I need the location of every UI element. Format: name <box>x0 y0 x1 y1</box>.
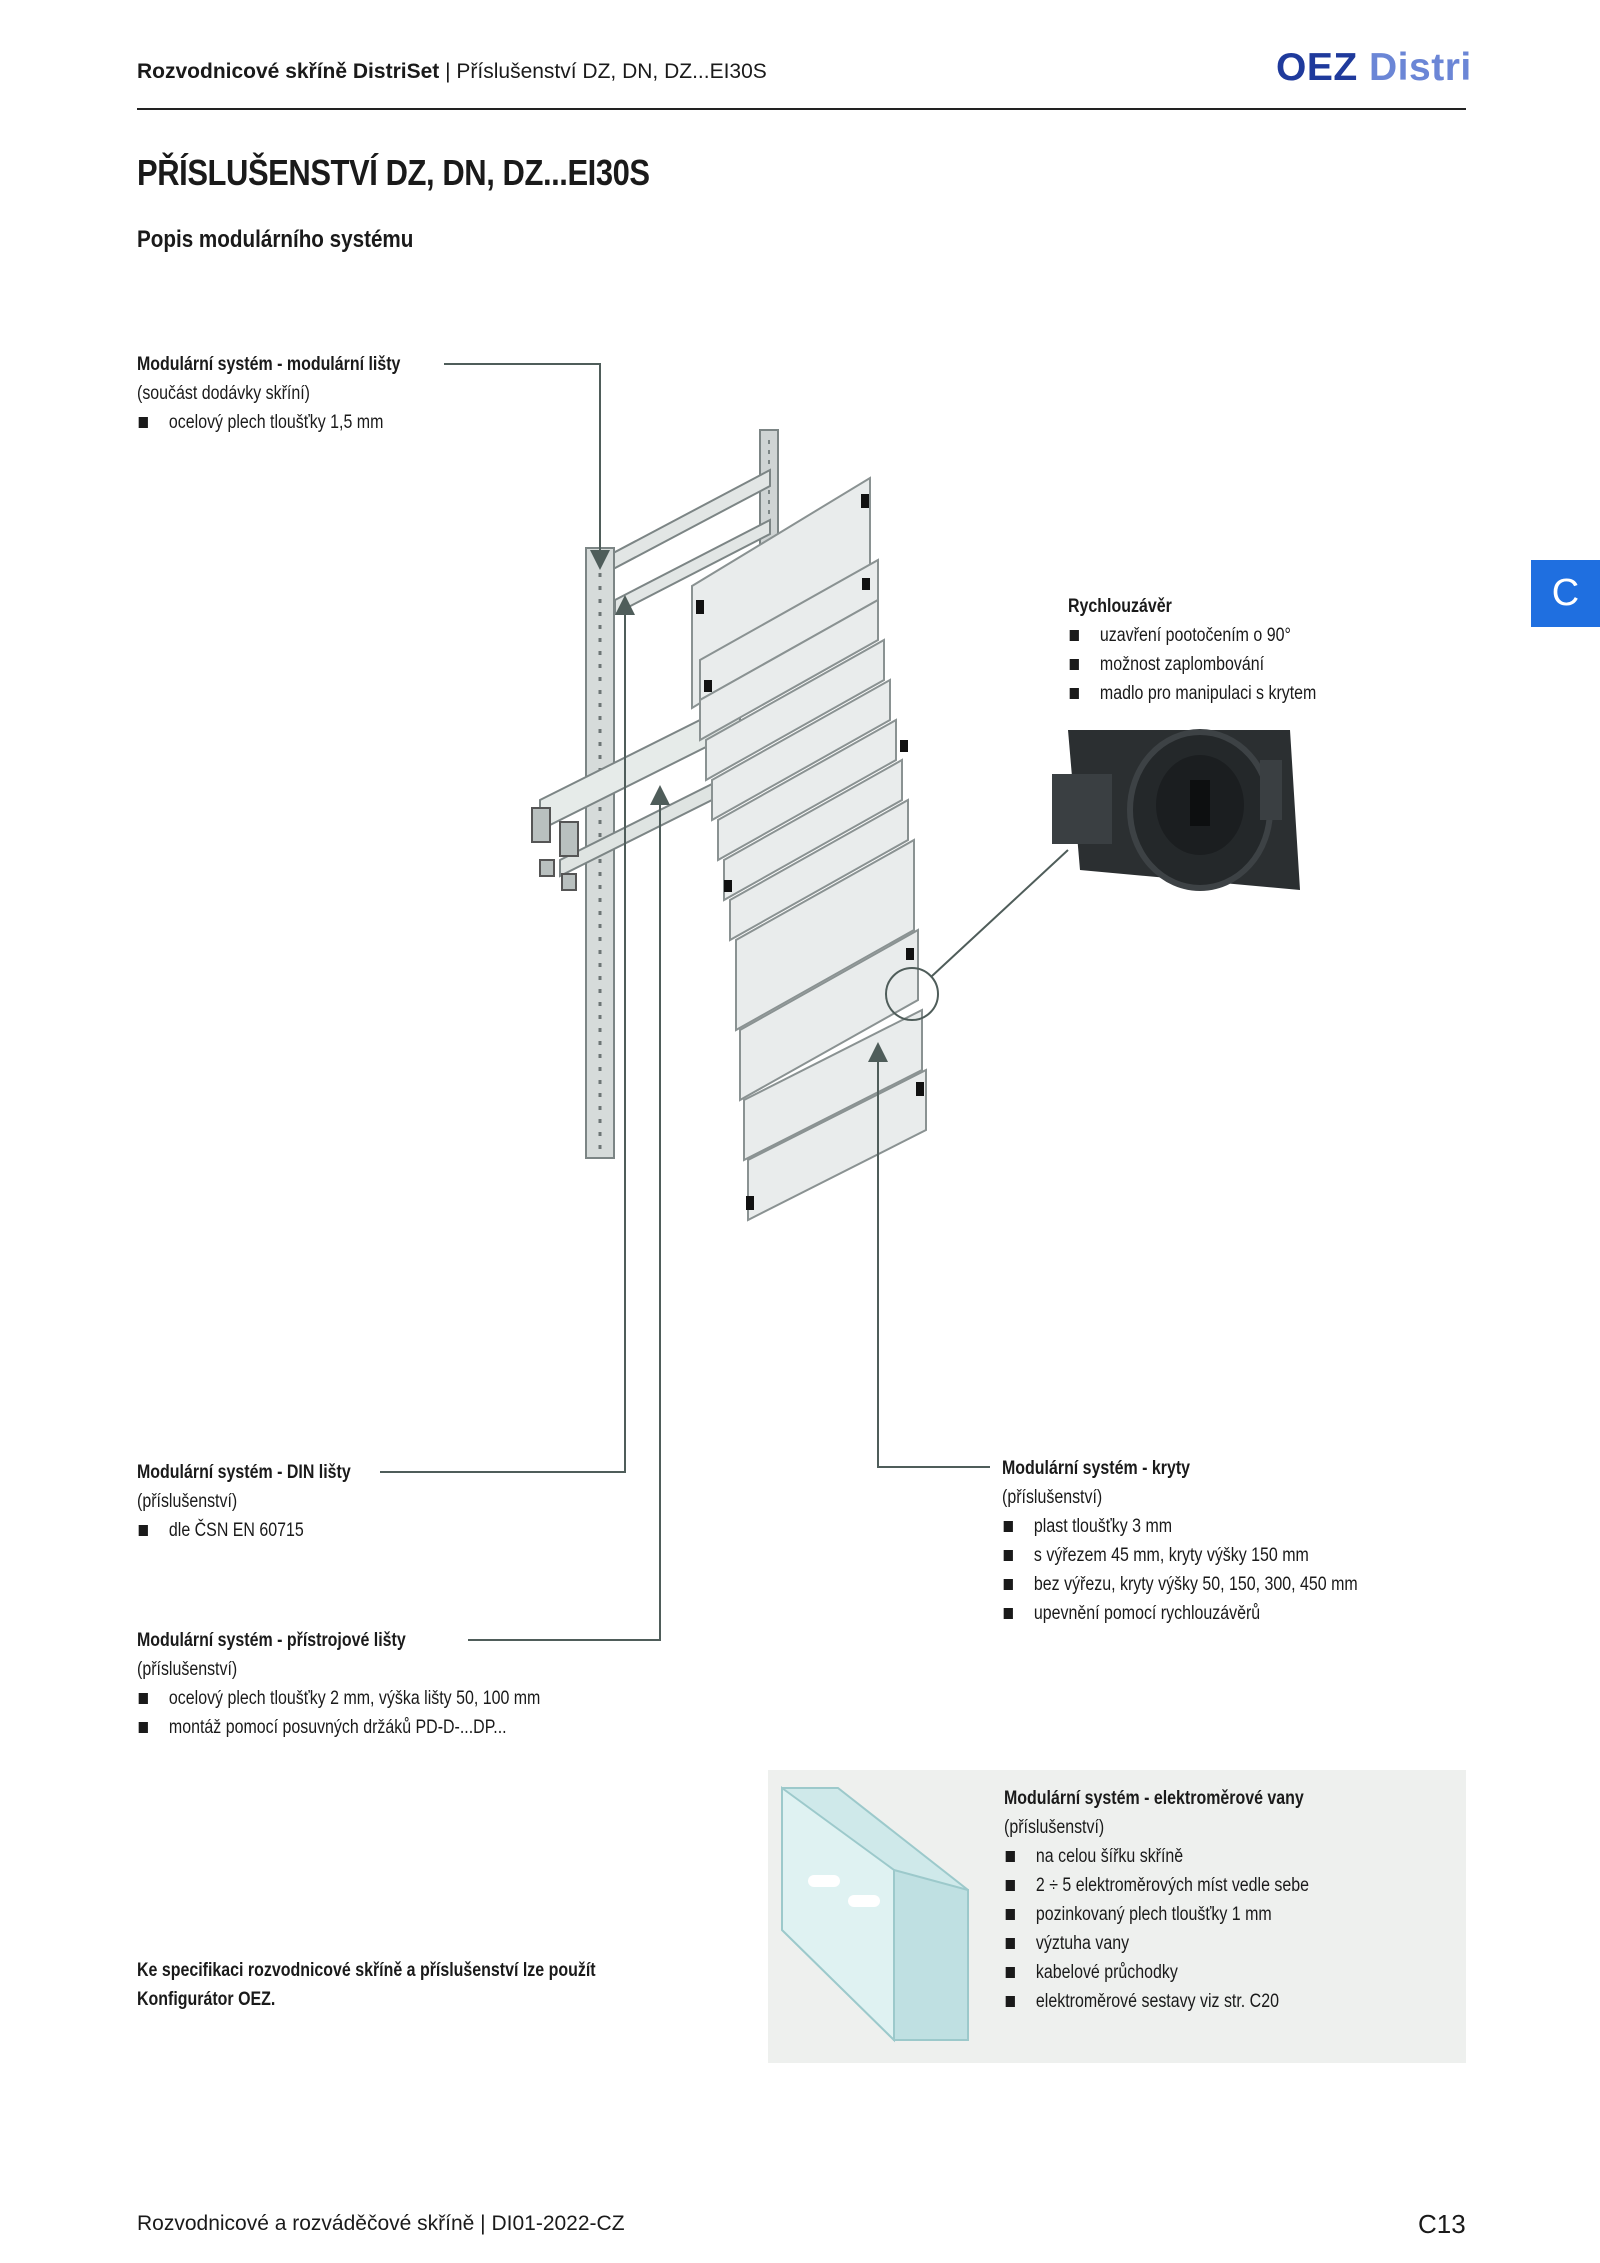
list-item: uzavření pootočením o 90° <box>1068 621 1316 650</box>
footer-spacer <box>137 2195 1466 2196</box>
block-subtitle: (příslušenství) <box>137 1491 238 1512</box>
list-item: bez výřezu, kryty výšky 50, 150, 300, 45… <box>1002 1570 1358 1599</box>
zoom-link-line <box>931 849 1069 977</box>
running-header: Rozvodnicové skříně DistriSet | Přísluše… <box>137 60 767 84</box>
chapter-tab: C <box>1531 560 1600 627</box>
quick-latch-image <box>1052 729 1300 891</box>
block-covers: Modulární systém - kryty (příslušenství)… <box>1002 1454 1358 1628</box>
logo-distri: Distri <box>1369 46 1472 89</box>
list-item: ocelový plech tloušťky 1,5 mm <box>137 408 400 437</box>
footer-catalog: Rozvodnicové a rozváděčové skříně | DI01… <box>137 2212 625 2235</box>
block-subtitle: (součást dodávky skříní) <box>137 383 310 404</box>
configurator-note: Ke specifikaci rozvodnicové skříně a pří… <box>137 1956 596 2014</box>
list-item: ocelový plech tloušťky 2 mm, výška lišty… <box>137 1684 540 1713</box>
section-subtitle: Popis modulárního systému <box>137 226 414 253</box>
panel-latch-marks <box>696 494 924 1210</box>
header-series: Rozvodnicové skříně DistriSet <box>137 60 440 83</box>
list-item: madlo pro manipulaci s krytem <box>1068 679 1316 708</box>
list-item: montáž pomocí posuvných držáků PD-D-...D… <box>137 1713 540 1742</box>
list-item: s výřezem 45 mm, kryty výšky 150 mm <box>1002 1541 1358 1570</box>
list-item: 2 ÷ 5 elektroměrových míst vedle sebe <box>1004 1871 1309 1900</box>
list-item: elektroměrové sestavy viz str. C20 <box>1004 1987 1309 2016</box>
list-item: kabelové průchodky <box>1004 1958 1309 1987</box>
block-title: Modulární systém - modulární lišty <box>137 354 401 375</box>
header-separator: | <box>439 60 457 83</box>
page-title: PŘÍSLUŠENSTVÍ DZ, DN, DZ...EI30S <box>137 152 650 193</box>
block-title: Modulární systém - kryty <box>1002 1458 1191 1479</box>
block-subtitle: (příslušenství) <box>1004 1817 1105 1838</box>
meter-tray-image <box>781 1786 969 2043</box>
zoom-circle <box>885 967 939 1021</box>
list-item: výztuha vany <box>1004 1929 1309 1958</box>
header-rule <box>137 108 1466 110</box>
page-number: C13 <box>1418 2209 1466 2239</box>
list-item: plast tloušťky 3 mm <box>1002 1512 1358 1541</box>
block-din-rails: Modulární systém - DIN lišty (příslušens… <box>137 1458 351 1545</box>
block-device-rails: Modulární systém - přístrojové lišty (př… <box>137 1626 540 1742</box>
list-item: na celou šířku skříně <box>1004 1842 1309 1871</box>
note-line: Ke specifikaci rozvodnicové skříně a pří… <box>137 1960 596 1981</box>
leader-lines <box>380 363 990 1641</box>
block-title: Rychlouzávěr <box>1068 596 1172 617</box>
list-item: pozinkovaný plech tloušťky 1 mm <box>1004 1900 1309 1929</box>
oez-distri-logo: OEZ Distri <box>1276 46 1472 90</box>
block-modular-rails: Modulární systém - modulární lišty (souč… <box>137 350 400 437</box>
list-item: možnost zaplombování <box>1068 650 1316 679</box>
logo-oez: OEZ <box>1276 46 1358 89</box>
block-title: Modulární systém - elektroměrové vany <box>1004 1788 1304 1809</box>
din-and-device-rails <box>531 698 741 891</box>
block-meter-trays: Modulární systém - elektroměrové vany (p… <box>1004 1784 1309 2016</box>
top-cross-rails <box>599 468 771 616</box>
block-subtitle: (příslušenství) <box>1002 1487 1103 1508</box>
header-section: Příslušenství DZ, DN, DZ...EI30S <box>456 60 767 83</box>
list-item: upevnění pomocí rychlouzávěrů <box>1002 1599 1358 1628</box>
block-subtitle: (příslušenství) <box>137 1659 238 1680</box>
block-quick-latch: Rychlouzávěr uzavření pootočením o 90° m… <box>1068 592 1316 708</box>
cover-panels <box>691 476 927 1222</box>
block-title: Modulární systém - přístrojové lišty <box>137 1630 406 1651</box>
list-item: dle ČSN EN 60715 <box>137 1516 351 1545</box>
note-line: Konfigurátor OEZ. <box>137 1989 276 2010</box>
block-title: Modulární systém - DIN lišty <box>137 1462 351 1483</box>
